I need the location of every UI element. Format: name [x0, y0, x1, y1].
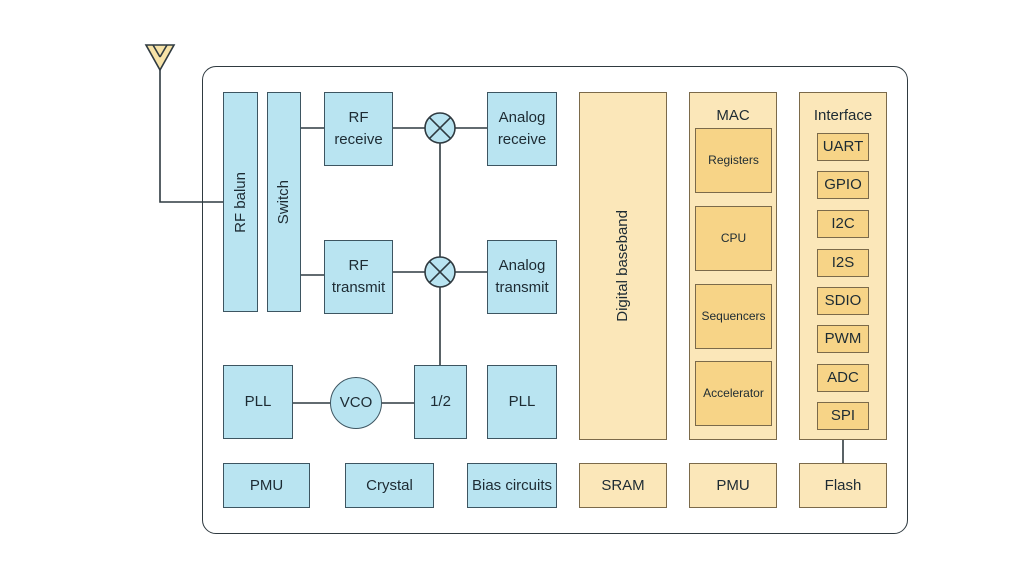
interface-pwm-block: PWM: [817, 325, 869, 353]
rf-transmit-label: RF transmit: [331, 257, 386, 296]
antenna-icon: [144, 44, 176, 72]
rf-balun-label: RF balun: [231, 171, 249, 233]
interface-title: Interface: [813, 107, 873, 124]
pll-right-label: PLL: [508, 393, 536, 411]
analog-transmit-label: Analog transmit: [495, 257, 549, 296]
interface-gpio-block: GPIO: [817, 171, 869, 199]
sram-label: SRAM: [601, 476, 645, 494]
mac-sequencers-block: Sequencers: [695, 284, 772, 349]
rf-receive-label: RF receive: [334, 109, 383, 148]
flash-label: Flash: [824, 476, 862, 494]
interface-sdio-label: SDIO: [824, 292, 862, 310]
sram-block: SRAM: [579, 463, 667, 508]
analog-receive-block: Analog receive: [487, 92, 557, 166]
switch-block: Switch: [267, 92, 301, 312]
mac-registers-block: Registers: [695, 128, 772, 193]
mac-title: MAC: [716, 107, 750, 124]
interface-i2c-label: I2C: [831, 215, 855, 233]
interface-gpio-label: GPIO: [824, 176, 862, 194]
mac-cpu-block: CPU: [695, 206, 772, 271]
mac-registers-label: Registers: [708, 152, 759, 167]
pmu-digital-block: PMU: [689, 463, 777, 508]
flash-block: Flash: [799, 463, 887, 508]
bias-circuits-label: Bias circuits: [471, 476, 553, 494]
analog-receive-label: Analog receive: [497, 109, 547, 148]
bias-circuits-block: Bias circuits: [467, 463, 557, 508]
mac-accelerator-block: Accelerator: [695, 361, 772, 426]
mac-cpu-label: CPU: [720, 230, 747, 245]
pll-right-block: PLL: [487, 365, 557, 439]
interface-spi-block: SPI: [817, 402, 869, 430]
interface-adc-block: ADC: [817, 364, 869, 392]
chip-outline: [202, 66, 908, 534]
rf-transmit-block: RF transmit: [324, 240, 393, 314]
pmu-digital-label: PMU: [716, 476, 750, 494]
vco-block: VCO: [330, 377, 382, 429]
pll-left-label: PLL: [244, 393, 272, 411]
interface-uart-block: UART: [817, 133, 869, 161]
interface-adc-label: ADC: [827, 369, 859, 387]
pmu-analog-label: PMU: [249, 476, 284, 494]
digital-baseband-label: Digital baseband: [614, 210, 632, 322]
switch-label: Switch: [275, 179, 293, 225]
mac-accelerator-label: Accelerator: [703, 385, 764, 400]
divider-label: 1/2: [430, 393, 451, 411]
crystal-label: Crystal: [366, 476, 413, 494]
vco-label: VCO: [339, 394, 373, 412]
interface-i2c-block: I2C: [817, 210, 869, 238]
interface-uart-label: UART: [822, 138, 864, 156]
interface-i2s-label: I2S: [831, 254, 855, 272]
analog-transmit-block: Analog transmit: [487, 240, 557, 314]
mixer-receive: [424, 112, 456, 144]
digital-baseband-block: Digital baseband: [579, 92, 667, 440]
mac-sequencers-label: Sequencers: [701, 308, 766, 323]
rf-balun-block: RF balun: [223, 92, 258, 312]
interface-sdio-block: SDIO: [817, 287, 869, 315]
pmu-analog-block: PMU: [223, 463, 310, 508]
interface-i2s-block: I2S: [817, 249, 869, 277]
crystal-block: Crystal: [345, 463, 434, 508]
interface-pwm-label: PWM: [824, 330, 862, 348]
pll-left-block: PLL: [223, 365, 293, 439]
mixer-transmit: [424, 256, 456, 288]
interface-spi-label: SPI: [830, 407, 856, 425]
divider-block: 1/2: [414, 365, 467, 439]
rf-receive-block: RF receive: [324, 92, 393, 166]
